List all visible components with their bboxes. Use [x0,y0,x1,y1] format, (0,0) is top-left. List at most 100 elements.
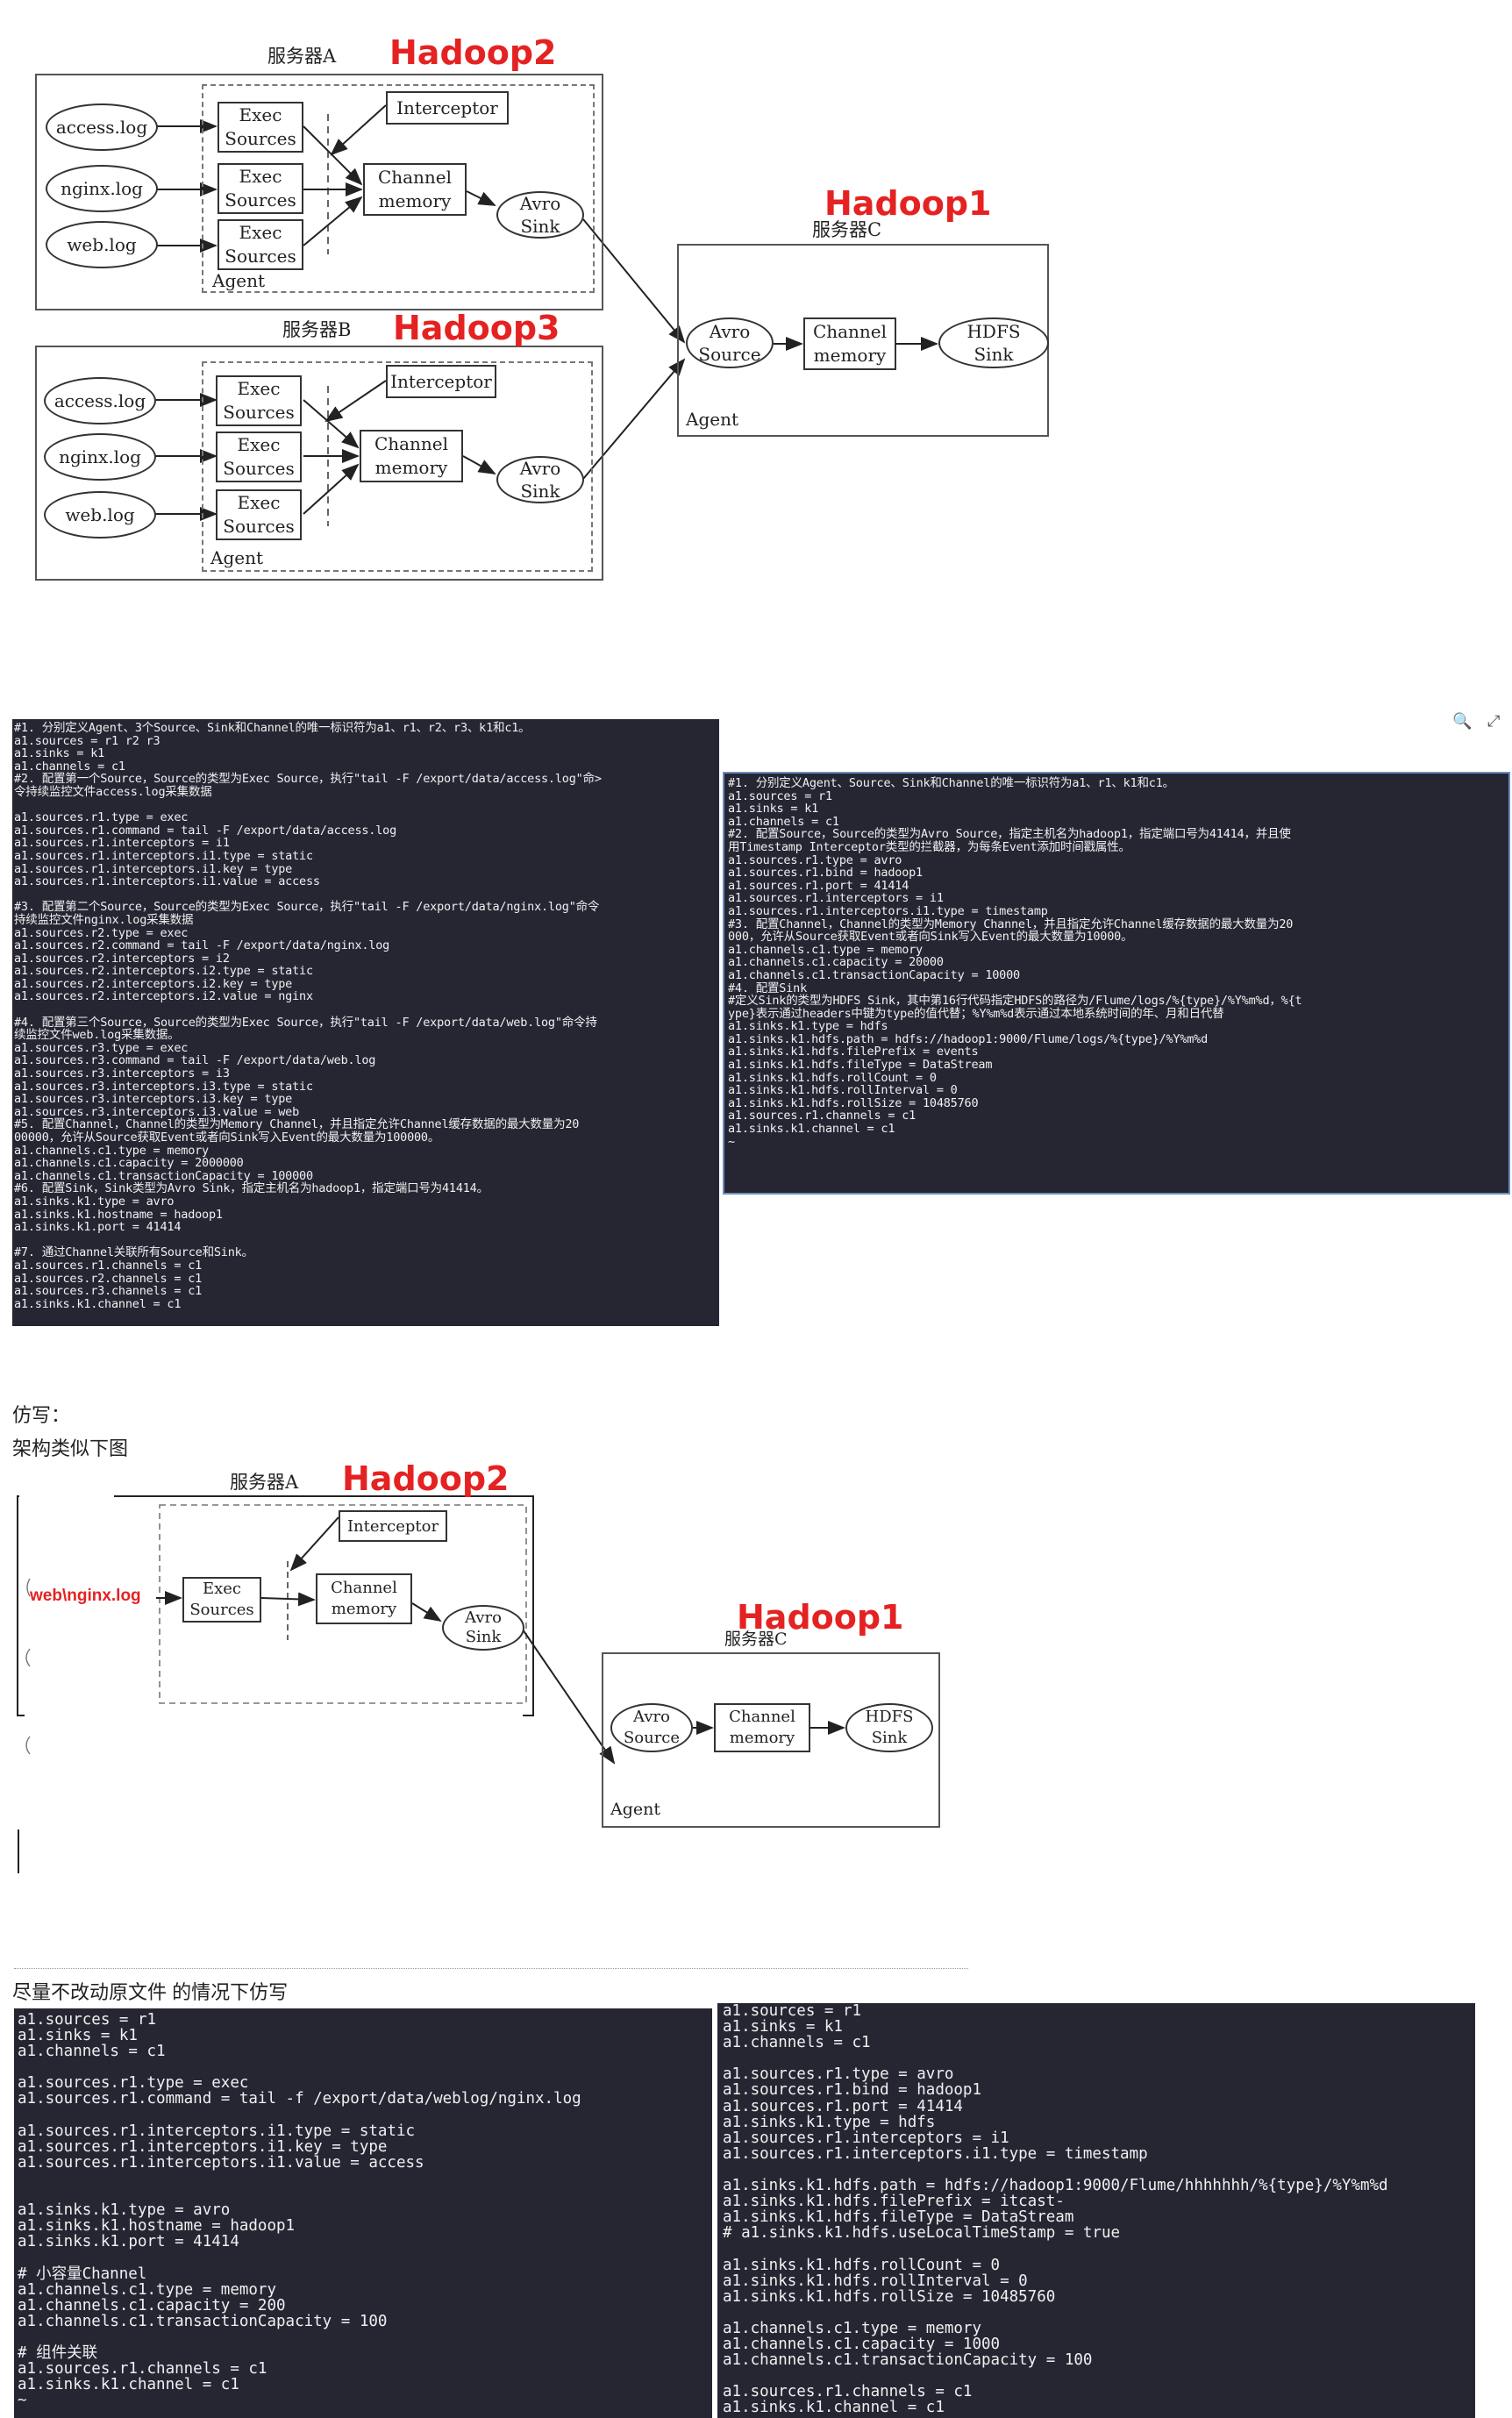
server-c-label: 服务器C [724,1630,788,1649]
config-line: #3. 配置Channel，Channel的类型为Memory Channel，… [728,917,1294,931]
config-line: a1.channels = c1 [723,2034,871,2052]
config-line [18,2250,709,2265]
config-line: a1.sinks.k1.type = hdfs [723,2113,936,2131]
server-b-host: Hadoop3 [393,309,560,347]
config-line: a1.sources.r3.command = tail -F /export/… [14,1053,376,1068]
config-line: # 组件关联 [18,2343,98,2362]
config-line: a1.sinks.k1.hdfs.rollInterval = 0 [728,1083,958,1098]
config-line: #定义Sink的类型为HDFS Sink，其中第16行代码指定HDFS的路径为/… [728,994,1302,1009]
config-line [14,1234,717,1247]
config-line: a1.sources.r3.interceptors = i3 [14,1066,230,1081]
config-line: a1.sources.r1.channels = c1 [723,2383,973,2401]
config-line: a1.sinks.k1.hdfs.rollSize = 10485760 [723,2287,1056,2306]
config-line: a1.sources.r1.command = tail -F /export/… [14,823,397,838]
config-line: #1. 分别定义Agent、Source、Sink和Channel的唯一标识符为… [728,776,1174,790]
server-c-host: Hadoop1 [737,1598,904,1637]
config-line: a1.sources.r1.interceptors = i1 [723,2129,1009,2147]
config-line: a1.channels.c1.transactionCapacity = 100… [14,1168,313,1183]
config-line: a1.sinks.k1.hostname = hadoop1 [18,2217,296,2236]
config-line [723,2162,1470,2178]
diagram-top-arrows [149,104,938,526]
text-cursor [18,1830,19,1873]
config-line: a1.sinks.k1.type = hdfs [728,1019,888,1034]
config-line: a1.sources.r3.type = exec [14,1040,189,1055]
config-line [18,2171,709,2186]
server-c-label: 服务器C [812,219,882,240]
config-line: a1.sinks.k1.hdfs.path = hdfs://hadoop1:9… [728,1031,1209,1046]
config-line: a1.sources.r1.port = 41414 [728,878,909,893]
config-line: a1.sources.r1.type = exec [18,2074,249,2093]
expand-icon[interactable]: ⤢ [1487,712,1501,731]
config-line: a1.channels.c1.capacity = 200 [18,2296,286,2315]
config-line: 000，允许从Source获取Event或者向Sink写入Event的最大数量为… [728,930,1133,945]
config-line: # 小容量Channel [18,2265,147,2283]
config-line: a1.sources.r1.interceptors.i1.key = type [14,861,293,876]
config-line: a1.sinks.k1.hostname = hadoop1 [14,1207,223,1222]
config-line: a1.sinks = k1 [728,802,819,817]
note-minimal-change: 尽量不改动原文件 的情况下仿写 [12,1981,289,2003]
config-line: #7. 通过Channel关联所有Source和Sink。 [14,1245,253,1260]
config-line: a1.sources.r1.interceptors.i1.type = tim… [728,903,1048,918]
config-line: a1.sinks.k1.hdfs.filePrefix = events [728,1045,979,1059]
diagram-bottom-arrows [17,1495,845,1765]
config-line: a1.sources.r1.interceptors.i1.type = sta… [18,2122,416,2140]
config-line: a1.sinks = k1 [18,2027,138,2045]
log-node-web: web.log [44,491,156,539]
config-line: #1. 分别定义Agent、3个Source、Sink和Channel的唯一标识… [14,721,531,735]
config-line [723,2051,1470,2066]
config-line: a1.sources.r1.type = avro [728,852,902,867]
server-b-box [35,346,603,581]
server-a-box [35,74,603,310]
config-line: a1.sources.r1.interceptors = i1 [14,836,230,851]
config-line: a1.sources = r1 [18,2011,157,2029]
config-line: a1.sources.r1.type = exec [14,810,189,825]
config-line [18,2059,709,2075]
config-line: a1.channels = c1 [728,814,839,829]
log-node-access: access.log [44,377,156,424]
server-a-agent-box [202,84,595,293]
agent-label: Agent [210,547,263,568]
config-line: 令持续监控文件access.log采集数据 [14,784,212,799]
log-node-nginx: nginx.log [46,165,158,212]
config-line: #5. 配置Channel，Channel的类型为Memory Channel，… [14,1117,580,1132]
config-line: a1.sources.r2.command = tail -F /export/… [14,938,390,953]
config-line: a1.sinks.k1.hdfs.rollSize = 10485760 [728,1095,979,1110]
config-line: a1.channels.c1.capacity = 20000 [728,955,944,970]
server-b-label: 服务器B [282,319,352,340]
config-line: a1.channels = c1 [14,759,125,774]
server-a-host: Hadoop2 [342,1459,510,1498]
config-line: a1.sinks.k1.channel = c1 [18,2376,239,2394]
config-line: 00000，允许从Source获取Event或者向Sink写入Event的最大数… [14,1131,440,1145]
config-line [14,799,717,812]
config-line [18,2108,709,2123]
search-icon[interactable]: 🔍 [1452,712,1473,731]
config-line: a1.sinks.k1.hdfs.rollCount = 0 [728,1070,937,1085]
terminal-right-config[interactable]: #1. 分别定义Agent、Source、Sink和Channel的唯一标识符为… [723,772,1510,1195]
config-line: ~ [18,2392,27,2410]
config-line: a1.sources.r1.interceptors.i1.type = sta… [14,848,313,863]
config-line: a1.sinks.k1.channel = c1 [14,1296,182,1311]
config-line: 持续监控文件nginx.log采集数据 [14,912,194,927]
config-line: a1.sources.r2.interceptors.i2.value = ng… [14,989,313,1004]
server-a-label: 服务器A [267,46,337,67]
config-line: a1.sources = r1 r2 r3 [14,733,160,748]
config-line: a1.sinks.k1.hdfs.fileType = DataStream [728,1058,993,1073]
config-line: a1.sources.r1.channels = c1 [18,2360,267,2379]
terminal-left-config[interactable]: #1. 分别定义Agent、3个Source、Sink和Channel的唯一标识… [12,719,719,1326]
config-line: a1.sources.r1.interceptors.i1.value = ac… [18,2153,424,2172]
agent-label: Agent [686,409,738,430]
